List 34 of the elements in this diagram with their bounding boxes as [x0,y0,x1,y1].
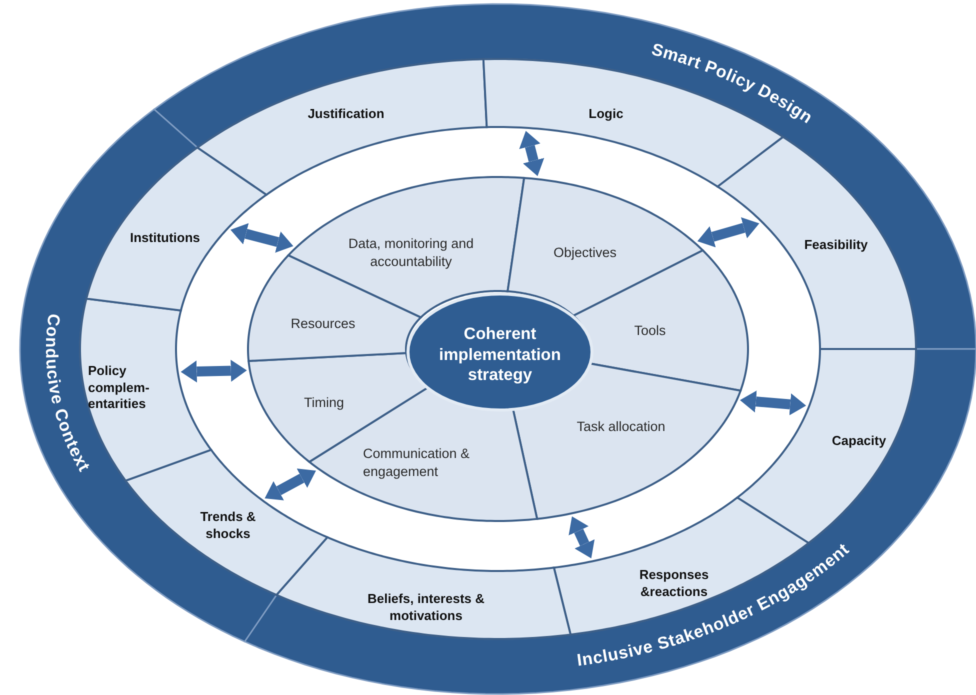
ring-segment [85,146,268,312]
ring-segment [716,136,918,350]
ring-segment [506,176,704,317]
double-arrow [230,223,294,253]
segment-label: Trends & shocks [199,509,257,543]
segment-label: Beliefs, interests & motivations [366,591,486,625]
double-arrow [740,390,806,416]
double-arrow [519,130,544,176]
ring-segment [286,176,526,319]
segment-label: Institutions [128,230,202,246]
segment-label: Feasibility [803,236,869,254]
segment-label: Data, monitoring and accountability [347,235,475,271]
double-arrow [180,360,247,382]
segment-label: Timing [302,394,345,412]
double-arrow [264,468,316,500]
segment-label: Tools [633,322,667,340]
segment-label: Policy complem-entarities [88,362,150,412]
band-segment [19,108,278,643]
segment-label: Task allocation [576,418,666,436]
segment-label: Communication & engagement [363,445,471,481]
segment-label: Resources [290,315,356,333]
double-arrow [697,217,760,248]
ring-segment [124,448,330,596]
segment-label: Capacity [830,432,888,450]
double-arrow [568,516,595,558]
segment-label: Responses &reactions [638,567,710,600]
center-label: Coherent implementation strategy [438,324,562,386]
ring-segment [196,58,488,196]
segment-label: Objectives [552,244,618,262]
ring-segment [274,536,572,640]
segment-label: Logic [588,106,624,122]
ring-segment [736,348,917,544]
segment-label: Justification [306,106,386,122]
center-ellipse [406,292,594,412]
